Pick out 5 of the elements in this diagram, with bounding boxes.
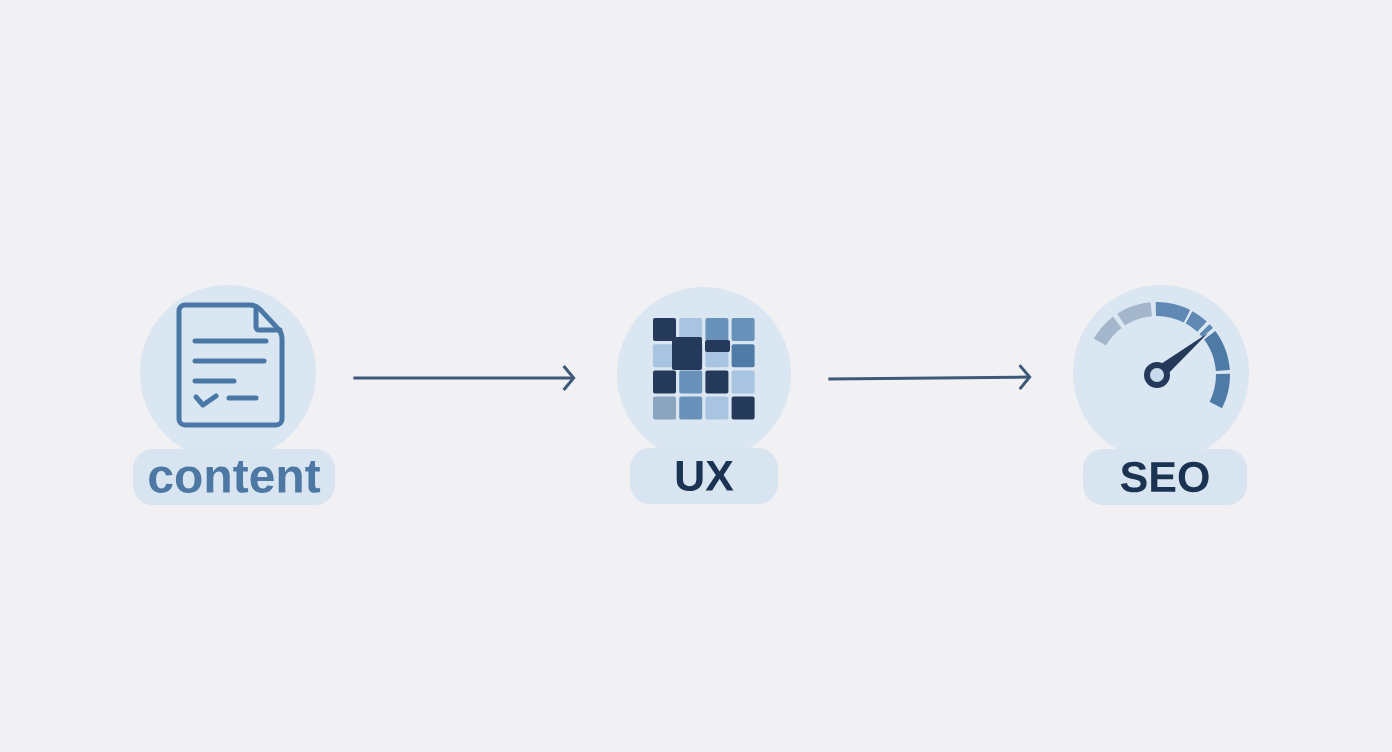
arrow — [353, 365, 576, 391]
label-pill: UX — [630, 448, 778, 504]
label-pill: SEO — [1083, 449, 1247, 505]
arrow — [828, 364, 1032, 391]
label-pill: content — [133, 449, 335, 505]
